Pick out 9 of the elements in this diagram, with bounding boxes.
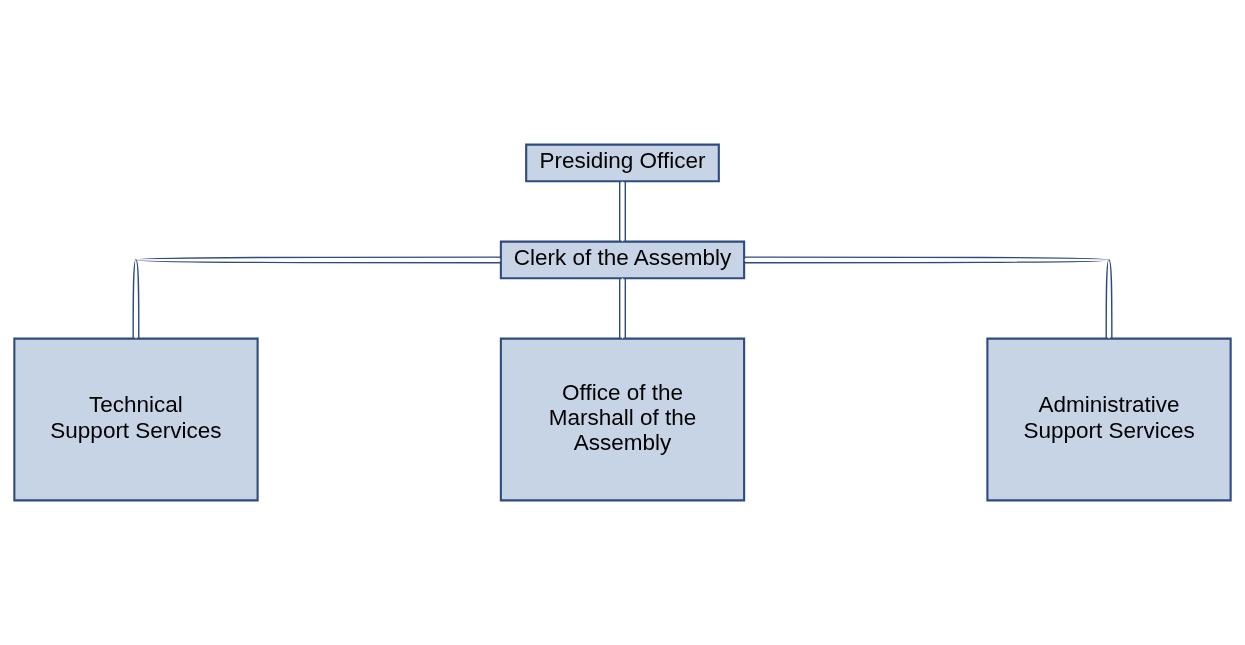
connector [619,277,626,340]
connector [619,180,626,242]
connector [743,256,1113,340]
node-box: Technical Support Services [13,337,259,502]
node-box: Presiding Officer [525,143,720,183]
node-box: Clerk of the Assembly [499,240,746,280]
connector [132,256,502,340]
node-box: Administrative Support Services [986,337,1232,502]
node-box: Office of the Marshall of the Assembly [499,337,746,502]
